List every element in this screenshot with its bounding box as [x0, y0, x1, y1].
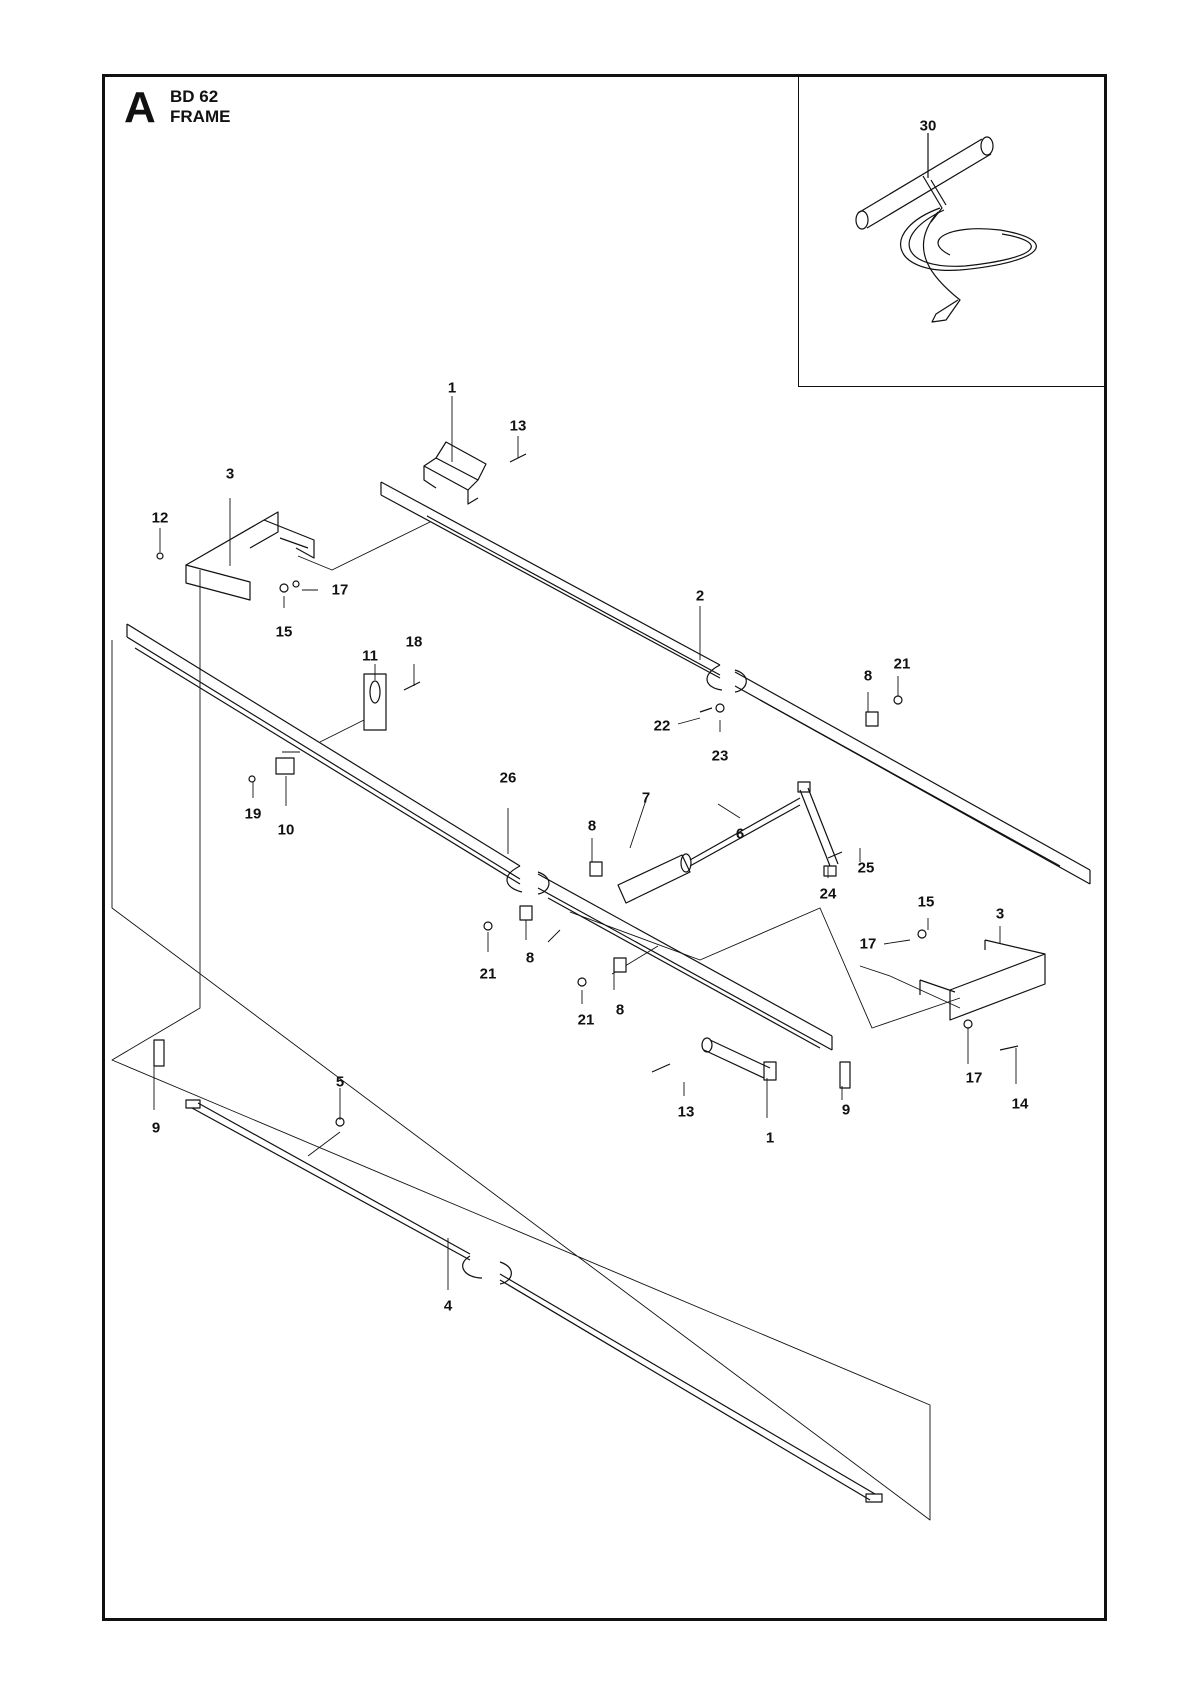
callout-8: 8: [525, 949, 535, 967]
callout-13: 13: [509, 417, 527, 435]
callout-19: 19: [244, 805, 262, 823]
left-end-bracket-drawing: [185, 511, 315, 601]
inset-panel: [798, 74, 1107, 387]
callout-6: 6: [735, 825, 745, 843]
front-rail-drawing: [126, 623, 833, 1051]
cylinder-and-rod-drawing: [617, 781, 839, 904]
group-label: FRAME: [170, 107, 231, 126]
callout-leaders: [153, 396, 1017, 1290]
callout-25: 25: [857, 859, 875, 877]
callout-7: 7: [641, 789, 651, 807]
callout-4: 4: [443, 1297, 453, 1315]
callout-10: 10: [277, 821, 295, 839]
callout-15: 15: [917, 893, 935, 911]
callout-22: 22: [653, 717, 671, 735]
callout-17: 17: [331, 581, 349, 599]
right-end-bracket-drawing: [919, 939, 1046, 1021]
callout-3: 3: [995, 905, 1005, 923]
callout-2: 2: [695, 587, 705, 605]
model-label: BD 62: [170, 87, 219, 106]
section-letter: A: [124, 83, 156, 132]
cable-drawing: [185, 1099, 883, 1503]
callout-15: 15: [275, 623, 293, 641]
callout-14: 14: [1011, 1095, 1029, 1113]
callout-26: 26: [499, 769, 517, 787]
callout-18: 18: [405, 633, 423, 651]
callout-23: 23: [711, 747, 729, 765]
callout-12: 12: [151, 509, 169, 527]
drawing-border: [102, 74, 1107, 1621]
callout-21: 21: [893, 655, 911, 673]
callout-9: 9: [841, 1101, 851, 1119]
callout-3: 3: [225, 465, 235, 483]
callout-30: 30: [919, 117, 937, 135]
front-handle-drawing: [701, 1037, 777, 1081]
callout-5: 5: [335, 1073, 345, 1091]
callout-1: 1: [765, 1129, 775, 1147]
t-handle-with-cable-drawing: [855, 133, 1037, 323]
callout-9: 9: [151, 1119, 161, 1137]
rear-rail-drawing: [380, 481, 1091, 885]
callout-21: 21: [577, 1011, 595, 1029]
callout-11: 11: [362, 647, 378, 665]
rear-handle-drawing: [423, 441, 487, 505]
assembly-lines: [111, 521, 961, 1521]
callout-8: 8: [863, 667, 873, 685]
callout-1: 1: [447, 379, 457, 397]
callout-13: 13: [677, 1103, 695, 1121]
callout-8: 8: [615, 1001, 625, 1019]
callout-8: 8: [587, 817, 597, 835]
section-title: BD 62 FRAME: [170, 87, 230, 127]
callout-17: 17: [965, 1069, 983, 1087]
callout-24: 24: [819, 885, 837, 903]
callout-21: 21: [479, 965, 497, 983]
callout-17: 17: [859, 935, 877, 953]
